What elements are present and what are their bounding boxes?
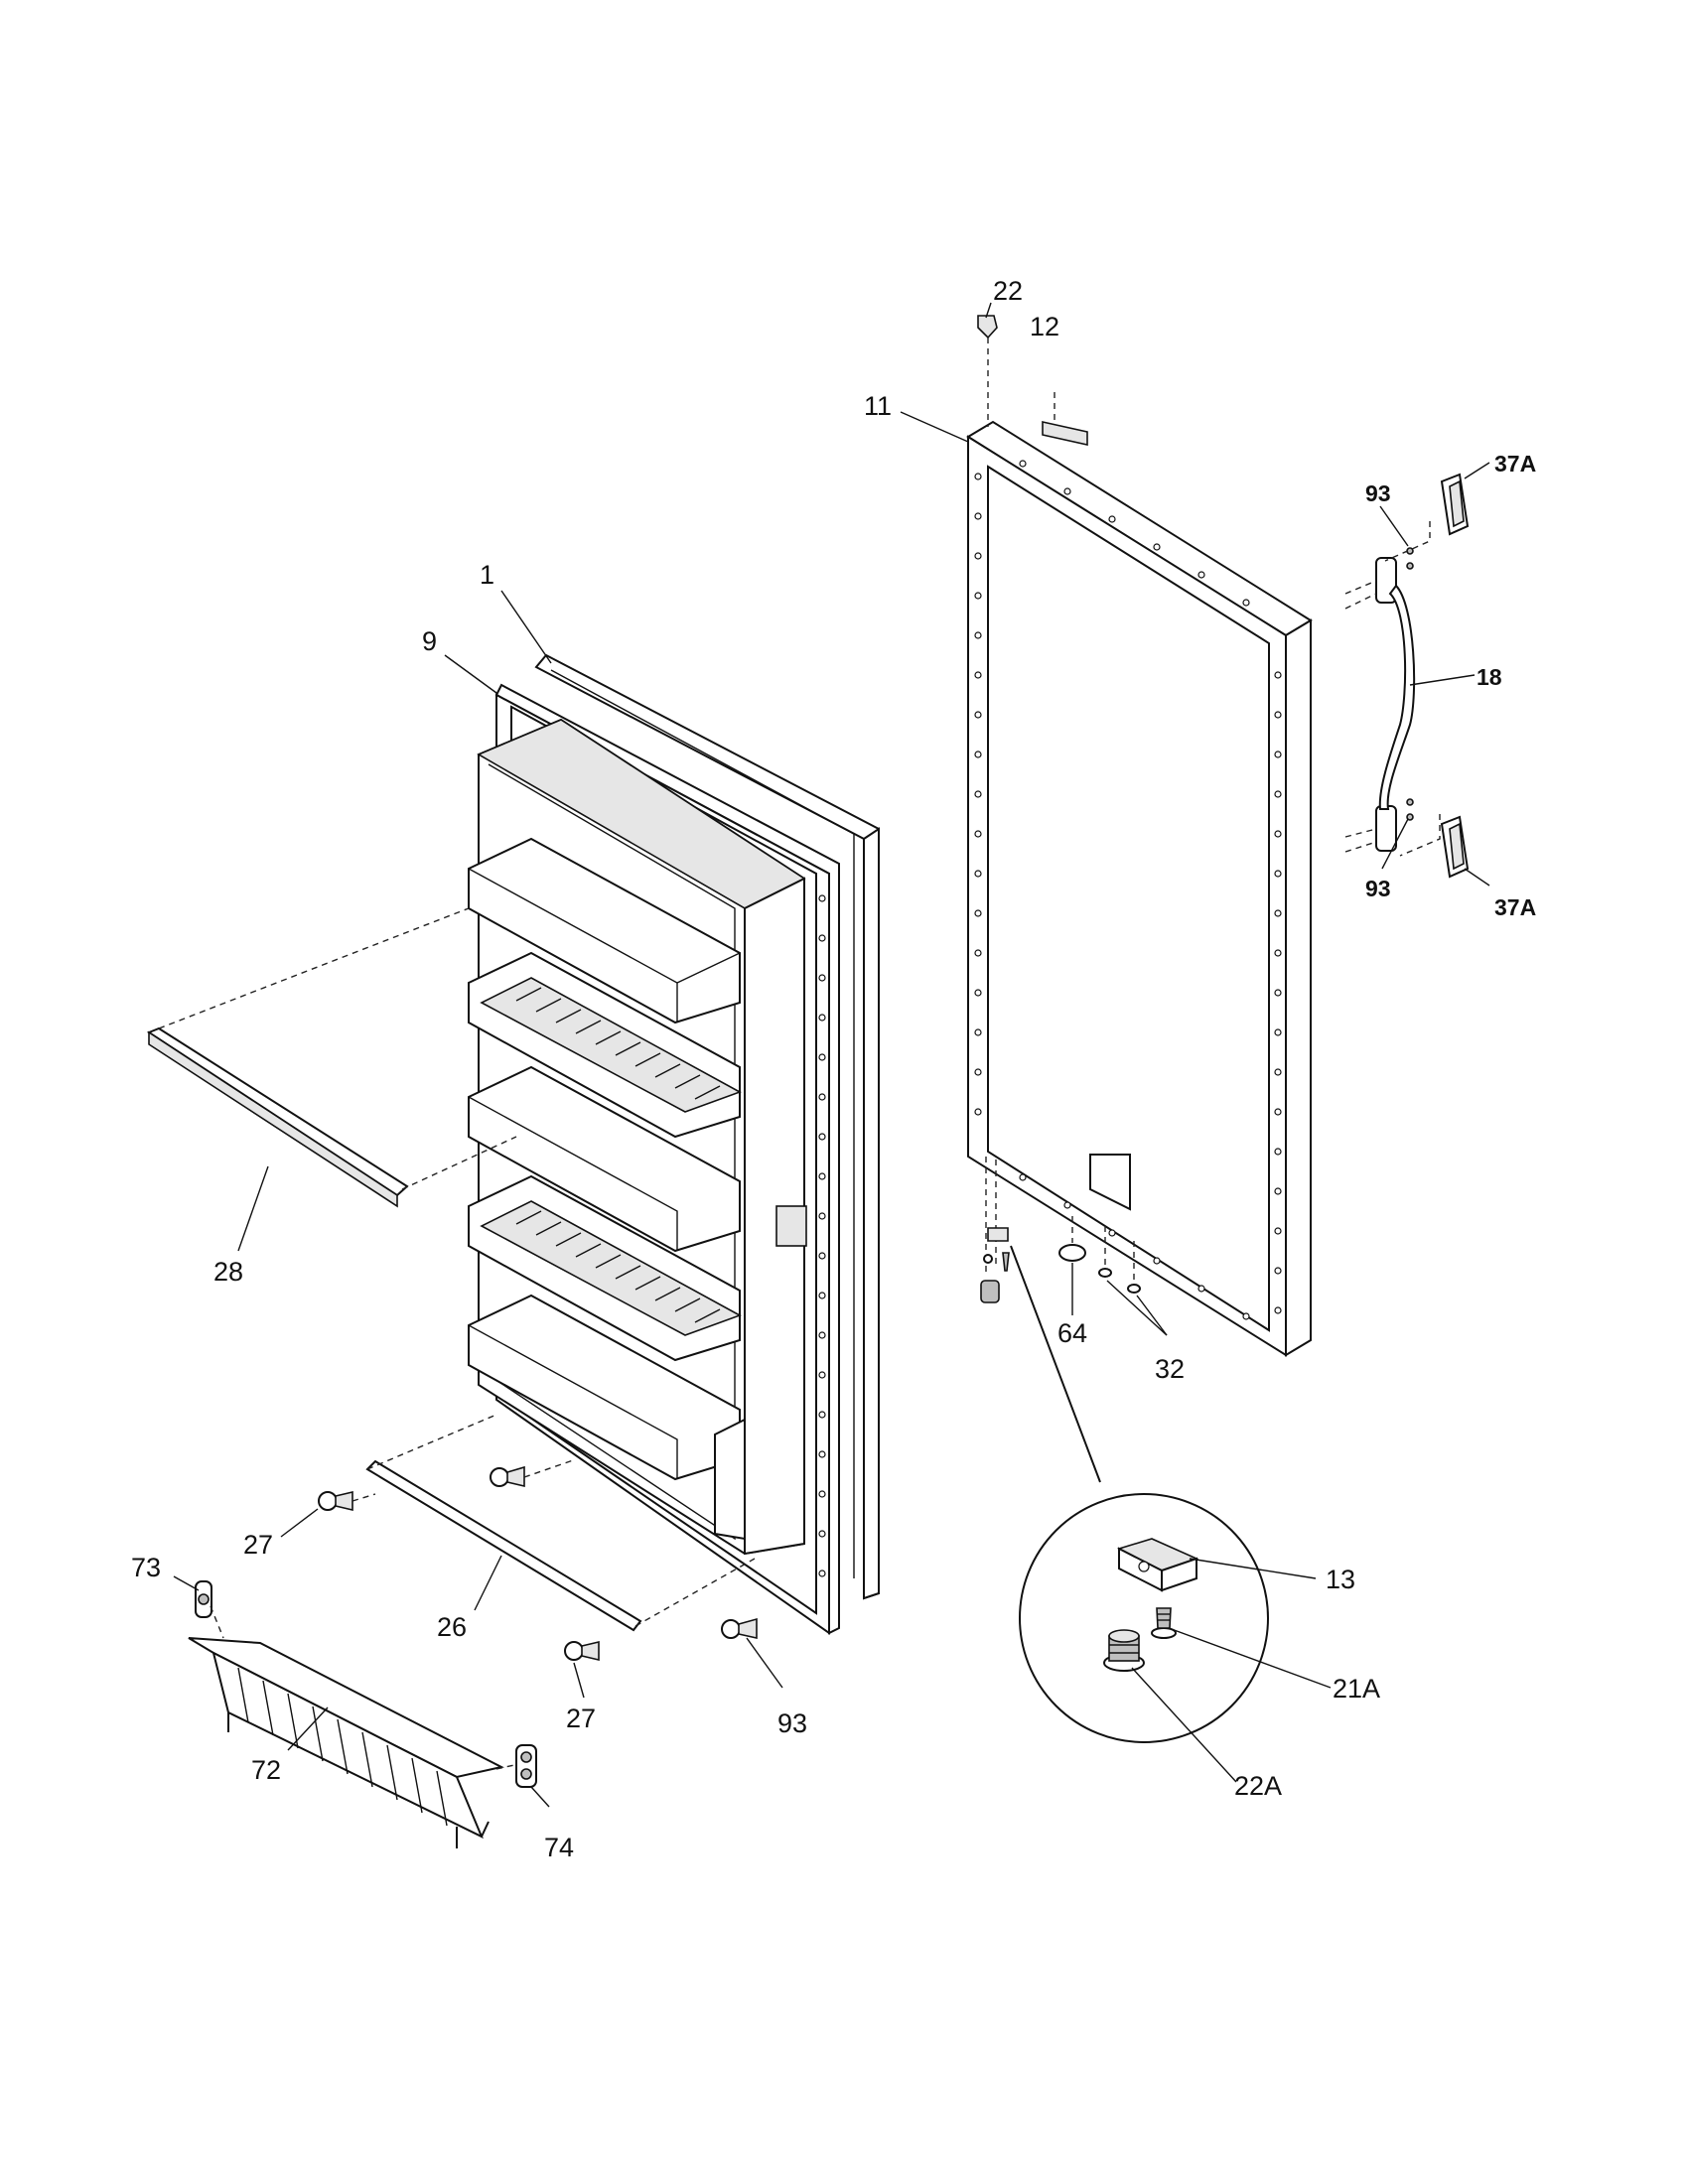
fastener-27-mid	[490, 1458, 577, 1488]
callout-21a: 21A	[1333, 1674, 1380, 1704]
callout-18: 18	[1477, 664, 1502, 690]
callout-9: 9	[422, 626, 437, 656]
detail-screw-21a	[1151, 1607, 1177, 1639]
detail-plug-22a	[1103, 1629, 1145, 1672]
basket-bracket-73	[195, 1580, 224, 1639]
shelf-rod-26	[365, 1414, 756, 1632]
callout-74: 74	[544, 1833, 574, 1862]
callout-27-left: 27	[243, 1530, 273, 1560]
hinge-parts	[980, 1157, 1141, 1303]
fastener-27-left	[318, 1490, 376, 1512]
callout-1: 1	[480, 560, 494, 590]
panel-holes	[974, 460, 1282, 1320]
screw-93-left	[721, 1617, 758, 1639]
callout-93-top: 93	[1365, 480, 1391, 506]
callout-64: 64	[1057, 1318, 1087, 1348]
callout-93-left: 93	[777, 1708, 807, 1738]
callout-72: 72	[251, 1755, 281, 1785]
callout-26: 26	[437, 1612, 467, 1642]
fastener-27-bottom	[564, 1640, 600, 1662]
door-basket-72	[188, 1637, 504, 1848]
callout-22: 22	[993, 276, 1023, 306]
liner-holes	[818, 894, 826, 1577]
plug-22	[977, 315, 998, 427]
callout-32: 32	[1155, 1354, 1185, 1384]
callout-73: 73	[131, 1553, 161, 1582]
callout-37a-top: 37A	[1494, 451, 1536, 477]
leader-lines	[173, 302, 1490, 1808]
label-12	[1042, 392, 1088, 446]
callout-27-bottom: 27	[566, 1704, 596, 1733]
shelf-rail-28	[146, 907, 517, 1208]
callout-28: 28	[213, 1257, 243, 1287]
detail-hinge-bracket-13	[1116, 1538, 1199, 1592]
callout-12: 12	[1030, 312, 1059, 341]
handle-cap-37a-top	[1440, 473, 1470, 536]
callout-22a: 22A	[1234, 1771, 1282, 1801]
basket-bracket-74	[495, 1744, 537, 1788]
callout-11: 11	[864, 391, 892, 421]
detail-circle	[1010, 1245, 1269, 1743]
callout-37a-bottom: 37A	[1494, 894, 1536, 920]
callout-93-bottom: 93	[1365, 876, 1391, 901]
door-handle-18	[1344, 557, 1416, 853]
screws-93-handle	[1384, 521, 1441, 857]
callout-labels: 1 9 11 12 13 18 21A 22 22A 26 27 27 28 3…	[131, 276, 1536, 1862]
handle-cap-37a-bottom	[1440, 815, 1470, 879]
outer-door-panel-11	[966, 420, 1313, 1357]
callout-13: 13	[1326, 1565, 1355, 1594]
door-shelves	[468, 837, 746, 1541]
